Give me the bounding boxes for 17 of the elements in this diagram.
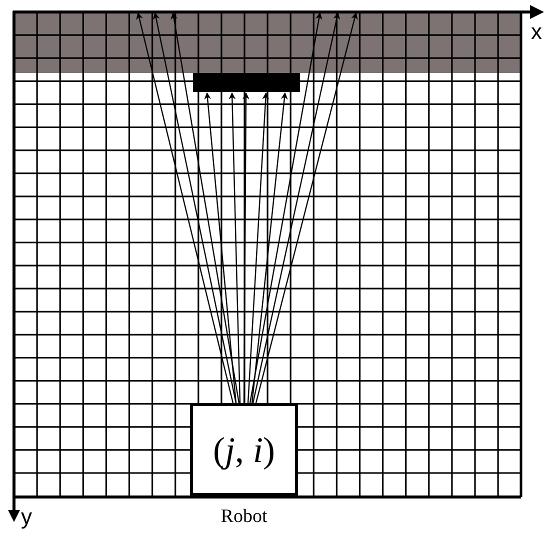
arrow (247, 92, 270, 404)
arrow (170, 12, 240, 404)
robot-label: Robot (220, 506, 268, 528)
arrow (251, 92, 288, 404)
axis-label: y (21, 505, 32, 529)
robot-box (190, 403, 298, 496)
arrow (152, 12, 237, 404)
arrow (255, 12, 358, 404)
axis-label: x (531, 20, 542, 44)
arrow (136, 12, 234, 404)
arrow (249, 12, 322, 404)
arrow (242, 92, 250, 403)
coordinate-label: (j, i) (212, 428, 276, 470)
arrow (252, 12, 340, 404)
arrow (204, 92, 237, 404)
obstacle-bar (193, 73, 300, 92)
arrow (228, 92, 241, 404)
